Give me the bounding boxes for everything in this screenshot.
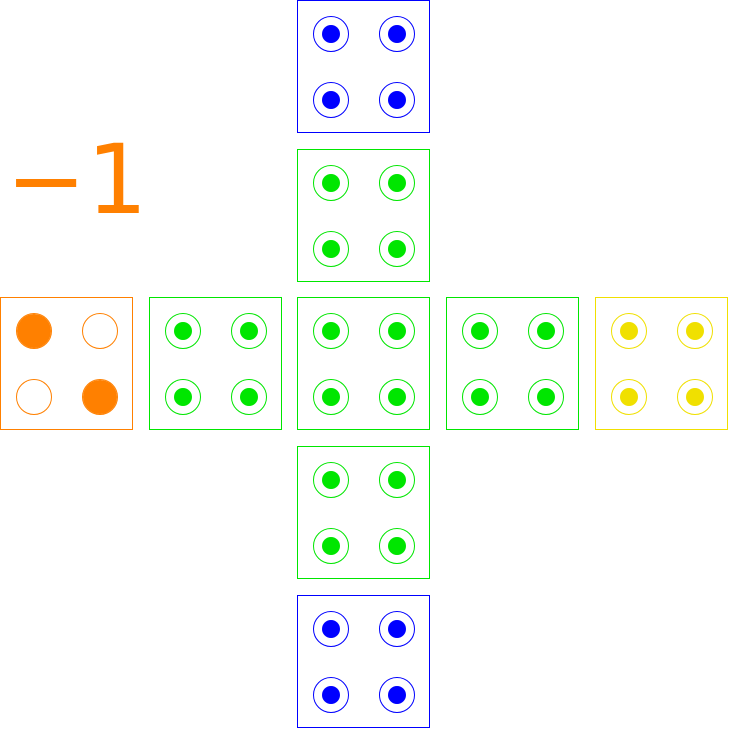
peg-slot-top-left[interactable]	[611, 313, 647, 349]
score-display: −1	[6, 124, 148, 236]
peg	[471, 322, 489, 340]
peg	[537, 388, 555, 406]
peg-slot-top-right[interactable]	[231, 313, 267, 349]
peg-slot-top-right[interactable]	[528, 313, 564, 349]
peg	[322, 174, 340, 192]
peg	[388, 537, 406, 555]
peg-slot-bottom-right[interactable]	[379, 677, 415, 713]
peg-slot-bottom-right[interactable]	[379, 231, 415, 267]
peg	[537, 322, 555, 340]
peg-slot-bottom-left[interactable]	[16, 379, 52, 415]
peg	[322, 686, 340, 704]
peg-slot-top-right[interactable]	[379, 165, 415, 201]
peg	[240, 388, 258, 406]
tile-bottom-outer	[297, 595, 430, 728]
peg-slot-bottom-right[interactable]	[82, 379, 118, 415]
peg	[388, 91, 406, 109]
peg	[388, 174, 406, 192]
tile-top-inner	[297, 149, 430, 282]
peg	[83, 380, 117, 414]
peg-slot-bottom-left[interactable]	[165, 379, 201, 415]
peg	[322, 322, 340, 340]
peg-slot-top-right[interactable]	[82, 313, 118, 349]
tile-top-outer	[297, 0, 430, 133]
peg-slot-bottom-left[interactable]	[313, 82, 349, 118]
tile-right-outer	[595, 297, 728, 430]
peg	[388, 388, 406, 406]
peg-slot-bottom-right[interactable]	[379, 82, 415, 118]
peg	[388, 240, 406, 258]
tile-center	[297, 297, 430, 430]
peg-slot-bottom-left[interactable]	[313, 677, 349, 713]
peg-slot-bottom-left[interactable]	[462, 379, 498, 415]
peg	[322, 91, 340, 109]
peg-slot-bottom-right[interactable]	[379, 379, 415, 415]
peg-slot-top-left[interactable]	[16, 313, 52, 349]
peg-slot-top-right[interactable]	[379, 313, 415, 349]
peg	[388, 471, 406, 489]
peg-slot-top-right[interactable]	[379, 462, 415, 498]
peg-slot-bottom-left[interactable]	[313, 379, 349, 415]
peg	[322, 471, 340, 489]
peg-slot-top-left[interactable]	[313, 16, 349, 52]
peg	[686, 322, 704, 340]
peg-slot-top-left[interactable]	[165, 313, 201, 349]
peg-slot-bottom-right[interactable]	[528, 379, 564, 415]
peg-slot-top-left[interactable]	[313, 462, 349, 498]
peg	[240, 322, 258, 340]
peg	[686, 388, 704, 406]
peg	[17, 314, 51, 348]
tile-right-inner	[446, 297, 579, 430]
peg	[388, 686, 406, 704]
peg-slot-bottom-right[interactable]	[379, 528, 415, 564]
peg	[620, 322, 638, 340]
tile-bottom-inner	[297, 446, 430, 579]
peg	[322, 240, 340, 258]
peg	[322, 388, 340, 406]
peg	[388, 620, 406, 638]
peg	[322, 620, 340, 638]
peg	[322, 537, 340, 555]
peg-slot-top-right[interactable]	[677, 313, 713, 349]
peg-slot-top-left[interactable]	[462, 313, 498, 349]
peg-slot-top-left[interactable]	[313, 611, 349, 647]
peg-slot-top-right[interactable]	[379, 16, 415, 52]
peg	[471, 388, 489, 406]
peg-slot-top-left[interactable]	[313, 165, 349, 201]
peg-slot-top-left[interactable]	[313, 313, 349, 349]
peg-slot-bottom-left[interactable]	[611, 379, 647, 415]
peg-slot-bottom-left[interactable]	[313, 528, 349, 564]
peg	[174, 322, 192, 340]
peg	[388, 25, 406, 43]
peg-slot-bottom-right[interactable]	[231, 379, 267, 415]
peg-slot-bottom-left[interactable]	[313, 231, 349, 267]
peg	[620, 388, 638, 406]
peg	[322, 25, 340, 43]
tile-left-inner	[149, 297, 282, 430]
peg	[174, 388, 192, 406]
peg-slot-bottom-right[interactable]	[677, 379, 713, 415]
peg	[388, 322, 406, 340]
peg-slot-top-right[interactable]	[379, 611, 415, 647]
tile-left-outer	[0, 297, 133, 430]
